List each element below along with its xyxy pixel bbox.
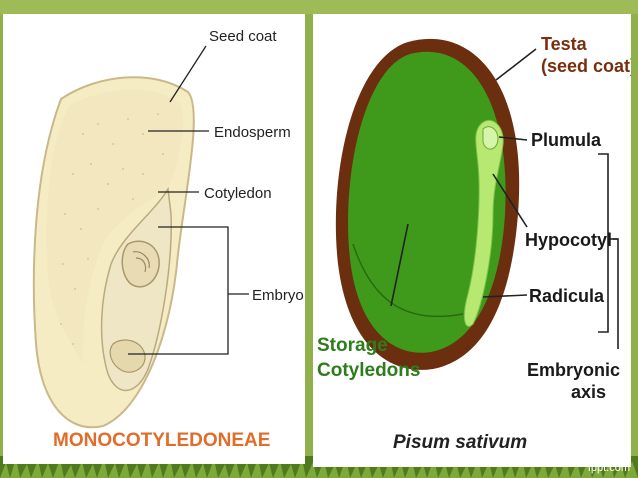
label-cotyledon: Cotyledon [204,185,272,202]
watermark: fppt.com [587,462,630,474]
label-radicula: Radicula [529,286,605,306]
label-cotyledons: Cotyledons [317,360,420,381]
label-seed-coat: Seed coat [209,28,277,45]
monocot-embryo [121,240,160,288]
pea-plumula [482,126,499,150]
pea-cotyledon-edge [352,243,464,318]
monocot-leader-lines [128,45,249,355]
pea-seed-diagram: Testa (seed coat) Plumula Hypocotyl Radi… [317,34,631,453]
label-storage: Storage [317,335,388,356]
endosperm-speckles [60,113,164,345]
label-hypocotyl: Hypocotyl [525,230,612,250]
monocot-seed-diagram: Seed coat Endosperm Cotyledon Embryo MON… [32,28,304,451]
pea-embryonic-axis [463,119,504,327]
pea-leader-lines [390,48,619,349]
label-testa: Testa [541,34,588,54]
pea-cotyledon [348,51,506,353]
monocot-caption: MONOCOTYLEDONEAE [53,430,270,451]
monocot-cotyledon [100,186,172,392]
label-axis: axis [571,382,606,402]
label-endosperm: Endosperm [214,124,291,141]
label-embryo: Embryo [252,287,304,304]
background-band [0,0,638,14]
pea-caption: Pisum sativum [393,432,527,453]
monocot-endosperm [46,89,184,364]
label-plumula: Plumula [531,130,602,150]
label-embryonic: Embryonic [527,360,620,380]
label-seed-coat-paren: (seed coat) [541,56,631,76]
monocot-embryo-radicle [109,339,146,373]
pea-seed-panel: Testa (seed coat) Plumula Hypocotyl Radi… [313,14,631,467]
monocot-embryo-plumule [132,251,150,273]
monocot-seed-panel: Seed coat Endosperm Cotyledon Embryo MON… [3,14,305,464]
